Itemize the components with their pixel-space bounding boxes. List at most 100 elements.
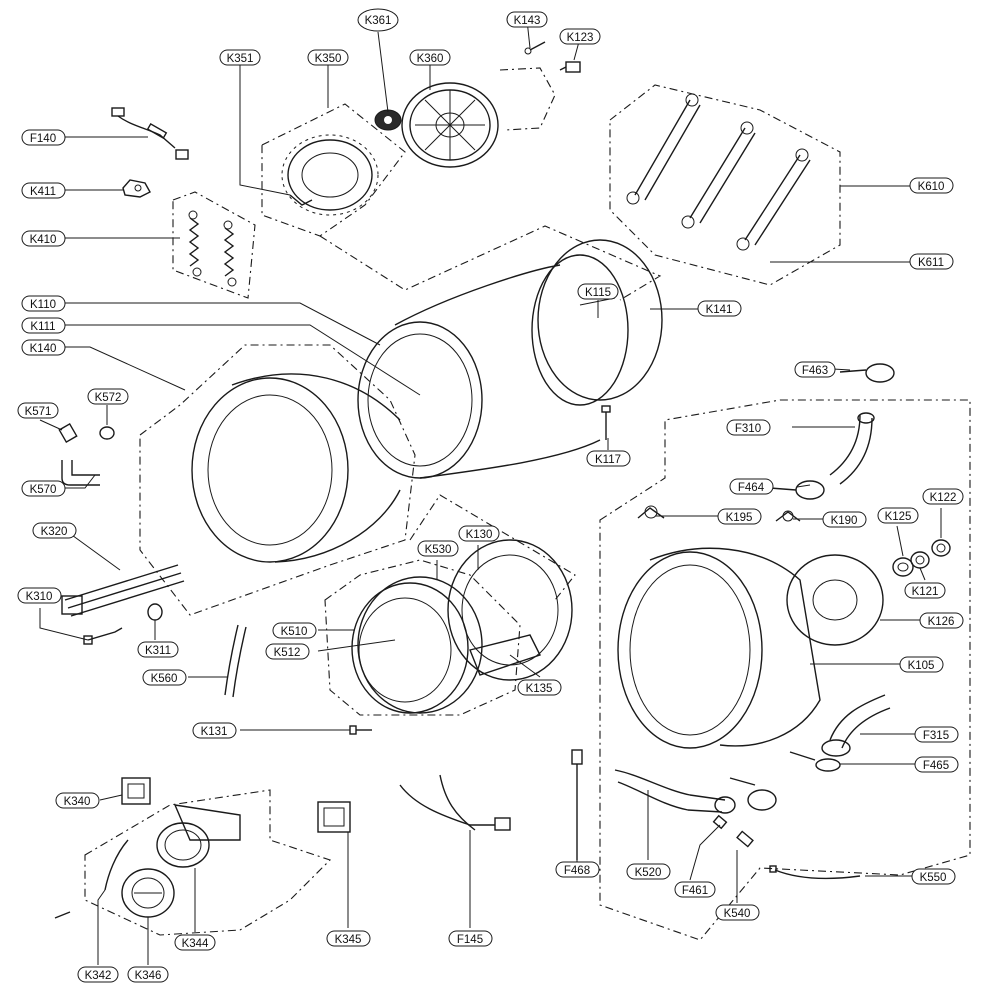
k130-ring: [447, 539, 573, 681]
outline-tub-top-group: [319, 225, 662, 301]
label-f463: F463: [794, 361, 836, 378]
k105-rear-tub: [617, 547, 821, 749]
leader-f464: [796, 484, 811, 488]
f140-wire-harness: [111, 107, 189, 160]
label-k110-text: K110: [30, 299, 56, 311]
label-k126-text: K126: [928, 616, 955, 628]
outline-k610-group: [609, 84, 841, 286]
label-k361-text: K361: [365, 15, 392, 27]
leader-k342: [97, 889, 106, 965]
label-k340: K340: [55, 792, 100, 809]
label-k123: K123: [559, 28, 601, 45]
label-k572-text: K572: [95, 392, 122, 404]
label-k350: K350: [307, 49, 349, 66]
k190-cap: [775, 510, 801, 522]
f464-clamp: [769, 480, 825, 500]
k360-rotor: [401, 67, 556, 168]
label-f461: F461: [674, 881, 716, 898]
label-k342: K342: [77, 966, 119, 983]
k135-hinge: [469, 634, 541, 676]
label-k351: K351: [219, 49, 261, 66]
label-k571-text: K571: [25, 406, 52, 418]
label-k311: K311: [137, 641, 179, 658]
k342-hose: [104, 839, 129, 891]
label-k610-text: K610: [918, 181, 945, 193]
label-k346: K346: [127, 966, 169, 983]
label-k122-text: K122: [930, 492, 957, 504]
k121-bearing: [910, 551, 930, 569]
k572-grommet: [99, 426, 115, 440]
label-k195: K195: [717, 508, 762, 525]
k141-gasket: [537, 239, 663, 401]
label-k346-text: K346: [135, 970, 162, 982]
label-k611-text: K611: [918, 257, 944, 269]
k410-springs: [188, 210, 237, 287]
k570-elbow: [61, 460, 100, 486]
label-k560-text: K560: [151, 673, 178, 685]
label-k411-text: K411: [30, 186, 56, 198]
label-f461-text: F461: [682, 885, 708, 897]
label-k131-text: K131: [201, 726, 228, 738]
label-k570: K570: [21, 480, 66, 497]
leader-k121: [919, 567, 926, 581]
leader-k570: [65, 474, 96, 489]
leader-f461: [689, 824, 721, 881]
label-k512: K512: [265, 643, 310, 660]
leader-k571: [39, 419, 63, 431]
k540-fitting: [712, 814, 754, 848]
label-k190-text: K190: [831, 515, 858, 527]
k117-screw: [601, 405, 611, 440]
label-k130: K130: [458, 525, 500, 542]
label-f464-text: F464: [738, 482, 765, 494]
label-k345: K345: [326, 930, 371, 947]
label-k411: K411: [21, 182, 66, 199]
label-f464: F464: [729, 478, 774, 495]
label-k311-text: K311: [145, 645, 171, 657]
label-f468-text: F468: [564, 865, 590, 877]
leader-k320: [64, 529, 121, 571]
label-k140-text: K140: [30, 343, 57, 355]
label-k122: K122: [922, 488, 964, 505]
label-k344: K344: [174, 934, 216, 951]
label-k320: K320: [32, 522, 77, 539]
f463-clamp: [839, 363, 895, 383]
label-k195-text: K195: [726, 512, 753, 524]
label-k131: K131: [192, 722, 237, 739]
label-k135: K135: [517, 679, 562, 696]
leader-k512: [317, 639, 396, 652]
label-k540-text: K540: [724, 908, 751, 920]
label-k140: K140: [21, 339, 66, 356]
label-f310-text: F310: [735, 423, 761, 435]
leader-k135: [509, 654, 541, 678]
label-k530: K530: [417, 540, 459, 557]
label-k610: K610: [909, 177, 954, 194]
label-k320-text: K320: [41, 526, 68, 538]
k340-pump-motor: [121, 777, 151, 805]
label-f315-text: F315: [923, 730, 949, 742]
label-f468: F468: [555, 861, 600, 878]
leader-k125: [896, 525, 904, 557]
outline-front-group: [139, 344, 416, 616]
f315-hose: [821, 694, 891, 757]
k123-nut: [559, 61, 581, 73]
label-k611: K611: [909, 253, 954, 270]
label-k130-text: K130: [466, 529, 493, 541]
k344-pump-housing: [156, 804, 241, 868]
label-k360: K360: [409, 49, 451, 66]
k125-seal: [892, 557, 914, 577]
leader-lines: [39, 19, 942, 965]
label-k110: K110: [21, 295, 66, 312]
k311-seal: [147, 603, 163, 621]
label-f310: F310: [726, 419, 771, 436]
label-k410-text: K410: [30, 234, 57, 246]
leader-k340: [99, 794, 123, 801]
label-k571: K571: [17, 402, 59, 419]
k520-hose: [614, 769, 736, 814]
leader-k351: [239, 58, 291, 196]
label-k510-text: K510: [281, 626, 308, 638]
label-k570-text: K570: [30, 484, 57, 496]
f461-clamp: [729, 777, 777, 811]
label-k510: K510: [272, 622, 317, 639]
f468-clip: [571, 749, 583, 860]
outline-pump-group: [84, 789, 332, 936]
